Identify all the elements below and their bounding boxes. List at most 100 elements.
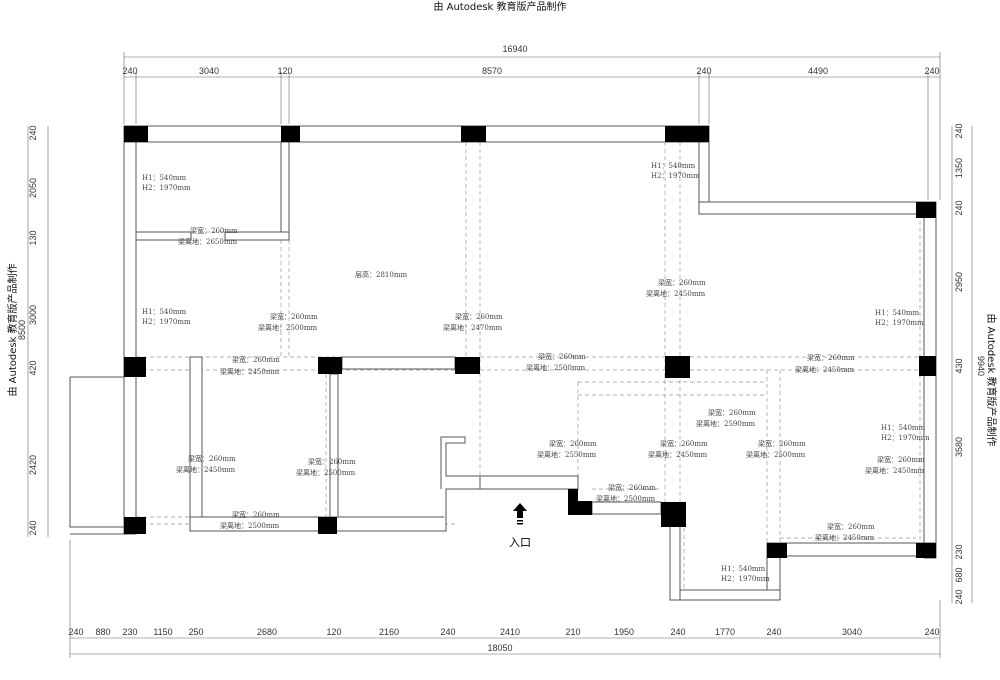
watermark-top: 由 Autodesk 教育版产品制作: [433, 0, 566, 13]
beam-width-label: 梁宽：260mm: [608, 483, 656, 492]
columns: [124, 126, 936, 558]
dims-bottom: 240 880 230 1150 250 2680 120 2160 240 2…: [68, 627, 939, 637]
beam-height-label: 梁离地：2500mm: [258, 323, 317, 332]
dim-label: 880: [95, 627, 110, 637]
dim-label: 3040: [842, 627, 862, 637]
dim-label: 1350: [954, 158, 964, 178]
window-h1-label: H1：540mm: [142, 308, 187, 316]
window-h1-label: H1：540mm: [721, 565, 766, 573]
dim-label: 240: [68, 627, 83, 637]
dim-bottom-total: 18050: [487, 643, 512, 653]
beam-height-label: 梁离地：2450mm: [865, 466, 924, 475]
beam-height-label: 梁离地：2450mm: [646, 289, 705, 298]
beam-width-label: 梁宽：260mm: [538, 352, 586, 361]
dim-label: 1150: [153, 627, 172, 637]
dim-label: 250: [188, 627, 203, 637]
window-labels: H1：540mm H2：1970mm H1：540mm H2：1970mm H1…: [142, 162, 930, 583]
beam-height-label: 梁离地：2550mm: [537, 450, 596, 459]
beam-height-label: 梁离地：2450mm: [176, 465, 235, 474]
beam-width-label: 梁宽：260mm: [308, 457, 356, 466]
dims-right: 240 1350 240 2950 430 3580 230 680 240 9…: [954, 123, 986, 604]
beam-height-label: 梁离地：2450mm: [220, 367, 279, 376]
beam-height-label: 梁离地：2500mm: [296, 468, 355, 477]
dim-label: 2050: [28, 178, 38, 198]
dim-label: 2410: [500, 627, 520, 637]
dims-top: 240 3040 120 8570 240 4490 240: [122, 66, 939, 76]
dim-label: 240: [924, 66, 939, 76]
dim-label: 3040: [199, 66, 219, 76]
floor-height-label: 层高：2810mm: [355, 270, 407, 279]
entrance-label: 入口: [509, 536, 531, 549]
beam-height-label: 梁离地：2450mm: [795, 365, 854, 374]
dim-label: 1770: [715, 627, 735, 637]
dim-label: 240: [924, 627, 939, 637]
dim-label: 240: [670, 627, 685, 637]
beam-width-label: 梁宽：260mm: [827, 522, 875, 531]
beam-height-label: 梁离地：2500mm: [526, 363, 585, 372]
dim-right-total: 9940: [976, 356, 986, 376]
window-h2-label: H2：1970mm: [721, 575, 770, 583]
dim-label: 210: [565, 627, 580, 637]
dim-label: 2680: [257, 627, 277, 637]
beam-lines: [136, 142, 921, 590]
dim-label: 240: [440, 627, 455, 637]
window-h1-label: H1：540mm: [881, 424, 926, 432]
beam-width-label: 梁宽：260mm: [877, 455, 925, 464]
dim-top-total: 16940: [502, 44, 527, 54]
dim-label: 230: [122, 627, 137, 637]
dim-label: 120: [277, 66, 292, 76]
dim-label: 130: [28, 230, 38, 245]
beam-width-label: 梁宽：260mm: [455, 312, 503, 321]
dims-left: 240 2050 130 3000 420 2420 240 8500: [17, 125, 38, 535]
beam-height-label: 梁离地：2450mm: [648, 450, 707, 459]
dim-label: 240: [766, 627, 781, 637]
dim-label: 240: [28, 520, 38, 535]
dim-label: 240: [28, 125, 38, 140]
window-h2-label: H2：1970mm: [651, 172, 700, 180]
window-h1-label: H1：540mm: [651, 162, 696, 170]
beam-height-label: 梁离地：2500mm: [596, 494, 655, 503]
window-h2-label: H2：1970mm: [142, 318, 191, 326]
dim-label: 230: [954, 544, 964, 559]
dim-label: 3000: [28, 305, 38, 325]
dim-label: 2950: [954, 272, 964, 292]
dim-label: 680: [954, 567, 964, 582]
dim-label: 240: [122, 66, 137, 76]
window-h2-label: H2：1970mm: [881, 434, 930, 442]
beam-height-label: 梁离地：2590mm: [696, 419, 755, 428]
beam-width-label: 梁宽：260mm: [660, 439, 708, 448]
dim-label: 240: [954, 123, 964, 138]
window-h2-label: H2：1970mm: [875, 319, 924, 327]
dim-label: 240: [954, 589, 964, 604]
beam-height-label: 梁离地：2650mm: [178, 237, 237, 246]
beam-width-label: 梁宽：260mm: [232, 510, 280, 519]
dimension-lines: [27, 52, 973, 658]
beam-labels: 梁宽：260mm 梁离地：2650mm 梁宽：260mm 梁离地：2500mm …: [176, 226, 925, 542]
beam-width-label: 梁宽：260mm: [188, 454, 236, 463]
entrance-arrow-icon: [513, 503, 527, 525]
window-h1-label: H1：540mm: [875, 309, 920, 317]
window-h1-label: H1：540mm: [142, 174, 187, 182]
dim-label: 430: [954, 358, 964, 373]
dim-label: 3580: [954, 437, 964, 457]
beam-width-label: 梁宽：260mm: [658, 278, 706, 287]
dim-label: 1950: [614, 627, 634, 637]
beam-width-label: 梁宽：260mm: [190, 226, 238, 235]
beam-height-label: 梁离地：2470mm: [443, 323, 502, 332]
dim-label: 120: [326, 627, 341, 637]
dim-left-total: 8500: [17, 320, 27, 340]
beam-height-label: 梁离地：2500mm: [746, 450, 805, 459]
dim-label: 240: [954, 200, 964, 215]
dim-label: 420: [28, 360, 38, 375]
beam-height-label: 梁离地：2500mm: [220, 521, 279, 530]
beam-width-label: 梁宽：260mm: [549, 439, 597, 448]
window-h2-label: H2：1970mm: [142, 184, 191, 192]
dim-label: 240: [696, 66, 711, 76]
dim-label: 4490: [808, 66, 828, 76]
beam-width-label: 梁宽：260mm: [708, 408, 756, 417]
beam-width-label: 梁宽：260mm: [232, 355, 280, 364]
walls: [69, 125, 937, 601]
watermark-right: 由 Autodesk 教育版产品制作: [985, 313, 998, 446]
dim-label: 8570: [482, 66, 502, 76]
